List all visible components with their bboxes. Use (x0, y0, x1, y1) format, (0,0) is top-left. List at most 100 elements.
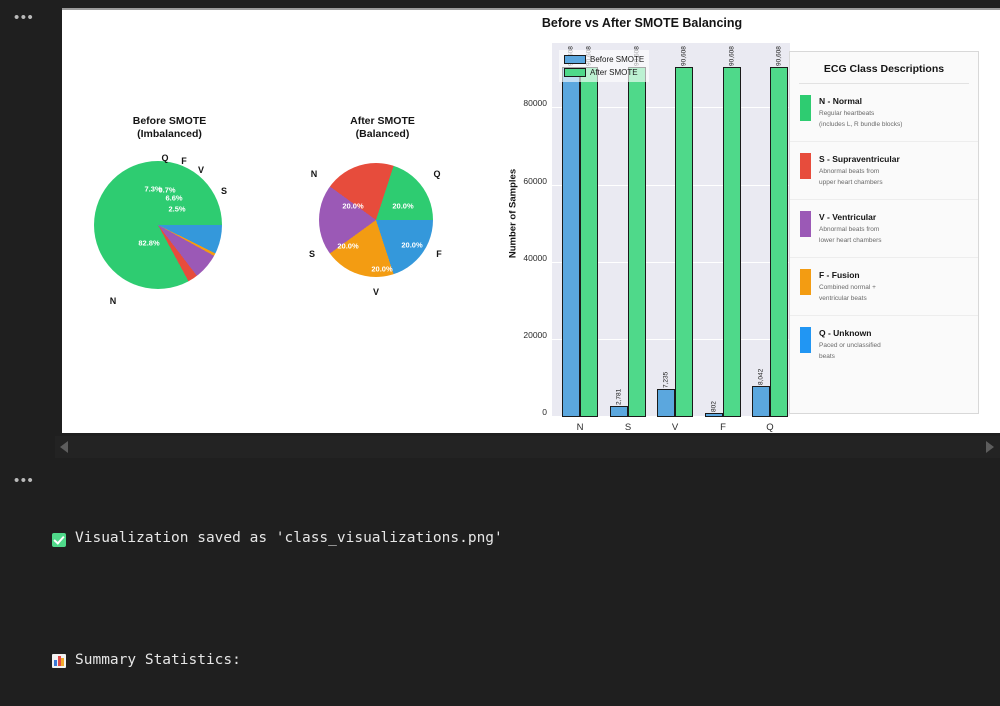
pie-after-label-N: N (310, 169, 318, 179)
check-mark-icon (52, 532, 66, 547)
xtick-F: F (720, 422, 726, 433)
scroll-right-arrow-icon[interactable] (986, 441, 994, 453)
bar-before-N: 90,608 (562, 46, 580, 417)
legend-swatch-before-icon (564, 55, 586, 64)
pie-before-label-F: F (181, 156, 187, 166)
bar-chart-legend: Before SMOTE After SMOTE (559, 50, 650, 82)
bar-value-before-Q: 8,042 (757, 368, 765, 385)
ecg-class-item-S: S - Supraventricular Abnormal beats from… (790, 142, 978, 200)
ytick-0: 0 (542, 407, 547, 417)
pie-before-title-line1: Before SMOTE (132, 115, 207, 127)
line-summary-statistics: Summary Statistics: (52, 650, 982, 670)
pie-after-pct-F: 20.0% (401, 240, 423, 250)
bar-after-N: 90,608 (580, 46, 598, 417)
pie-after-pct-V: 20.0% (371, 264, 393, 274)
ytick-60000: 60000 (523, 176, 547, 186)
pie-after-pct-N: 20.0% (342, 201, 364, 211)
bar-chart-emoji-icon (52, 653, 66, 668)
pie-before-disc (94, 161, 222, 289)
pie-before-title-line2: (Imbalanced) (137, 128, 202, 140)
class-desc-N-line1: Regular heartbeats (819, 110, 875, 117)
class-name-S: S - Supraventricular (819, 154, 900, 164)
legend-label-before: Before SMOTE (590, 55, 645, 64)
pie-before-label-V: V (197, 165, 205, 175)
pie-before-pct-Q: 7.3% (144, 184, 162, 194)
bar-chart: Number of Samples 0 20000 40000 60000 80… (492, 38, 792, 433)
pie-before-pct-V: 6.6% (165, 193, 183, 203)
bar-value-before-V: 7,235 (662, 371, 670, 388)
pie-after-label-V: V (372, 287, 380, 297)
class-name-F: F - Fusion (819, 270, 860, 280)
bar-after-S: 90,608 (628, 46, 646, 417)
line-visualization-saved: Visualization saved as 'class_visualizat… (52, 528, 982, 548)
pie-chart-before-smote: Before SMOTE (Imbalanced) Q F V S N 82.8… (82, 115, 257, 309)
bar-after-F: 90,608 (723, 46, 741, 417)
gridline-80000 (552, 107, 790, 108)
text-summary-statistics: Summary Statistics: (75, 651, 241, 668)
gridline-40000 (552, 262, 790, 263)
bar-value-before-S: 2,781 (615, 388, 623, 405)
class-desc-Q-line1: Paced or unclassified (819, 342, 881, 349)
bar-value-after-V: 90,608 (680, 46, 688, 66)
pie-after-label-S: S (308, 249, 316, 259)
cell-collapsed-dots-top[interactable]: ••• (14, 9, 35, 26)
ecg-panel-title: ECG Class Descriptions (799, 52, 969, 84)
bar-before-V: 7,235 (657, 372, 675, 417)
text-visualization-saved: Visualization saved as 'class_visualizat… (75, 530, 503, 547)
xtick-Q: Q (766, 422, 774, 433)
pie-after-pct-Q: 20.0% (392, 201, 414, 211)
class-color-swatch-V-icon (800, 211, 811, 237)
pie-after-title-line2: (Balanced) (355, 128, 410, 140)
pie-before-label-Q: Q (161, 153, 169, 163)
pie-before-label-N: N (109, 296, 117, 306)
horizontal-scrollbar[interactable] (55, 436, 1000, 458)
gridline-60000 (552, 185, 790, 186)
class-desc-S-line2: upper heart chambers (819, 179, 883, 186)
legend-swatch-after-icon (564, 68, 586, 77)
class-name-Q: Q - Unknown (819, 328, 872, 338)
bar-before-F: 802 (705, 401, 723, 417)
ytick-20000: 20000 (523, 330, 547, 340)
bar-before-S: 2,781 (610, 389, 628, 417)
pie-before-pct-N: 82.8% (138, 238, 160, 248)
blank-line-1 (52, 589, 982, 609)
bar-before-Q: 8,042 (752, 369, 770, 417)
pie-after-label-F: F (436, 249, 442, 259)
bar-value-before-F: 802 (710, 401, 718, 412)
scroll-left-arrow-icon[interactable] (60, 441, 68, 453)
class-desc-V-line1: Abnormal beats from (819, 226, 880, 233)
xtick-N: N (576, 422, 584, 433)
class-desc-V-line2: lower heart chambers (819, 237, 882, 244)
class-name-V: V - Ventricular (819, 212, 877, 222)
pie-after-label-Q: Q (433, 169, 441, 179)
pie-after-disc (319, 163, 433, 277)
bar-chart-title: Before vs After SMOTE Balancing (541, 16, 743, 30)
ecg-class-item-N: N - Normal Regular heartbeats (includes … (790, 84, 978, 142)
cell-collapsed-dots-bottom[interactable]: ••• (14, 472, 35, 489)
class-name-N: N - Normal (819, 96, 862, 106)
pie-after-title-line1: After SMOTE (350, 115, 415, 127)
legend-row-after: After SMOTE (564, 66, 644, 79)
ecg-class-item-V: V - Ventricular Abnormal beats from lowe… (790, 200, 978, 258)
pie-before-label-S: S (220, 186, 228, 196)
class-color-swatch-S-icon (800, 153, 811, 179)
pie-before-pct-F: 0.7% (158, 185, 176, 195)
class-desc-F-line1: Combined normal + (819, 284, 876, 291)
bar-after-V: 90,608 (675, 46, 693, 417)
ytick-80000: 80000 (523, 98, 547, 108)
gridline-20000 (552, 339, 790, 340)
class-desc-F-line2: ventricular beats (819, 295, 867, 302)
class-color-swatch-F-icon (800, 269, 811, 295)
ecg-class-descriptions-panel: ECG Class Descriptions N - Normal Regula… (789, 51, 979, 414)
xtick-S: S (624, 422, 632, 433)
terminal-output: Visualization saved as 'class_visualizat… (52, 488, 982, 706)
pie-before-pct-S: 2.5% (168, 204, 186, 214)
class-color-swatch-N-icon (800, 95, 811, 121)
bar-value-after-Q: 90,608 (775, 46, 783, 66)
bar-after-Q: 90,608 (770, 46, 788, 417)
class-desc-N-line2: (includes L, R bundle blocks) (819, 121, 903, 128)
ecg-class-item-Q: Q - Unknown Paced or unclassified beats (790, 316, 978, 373)
class-desc-S-line1: Abnormal beats from (819, 168, 880, 175)
class-desc-Q-line2: beats (819, 353, 835, 360)
